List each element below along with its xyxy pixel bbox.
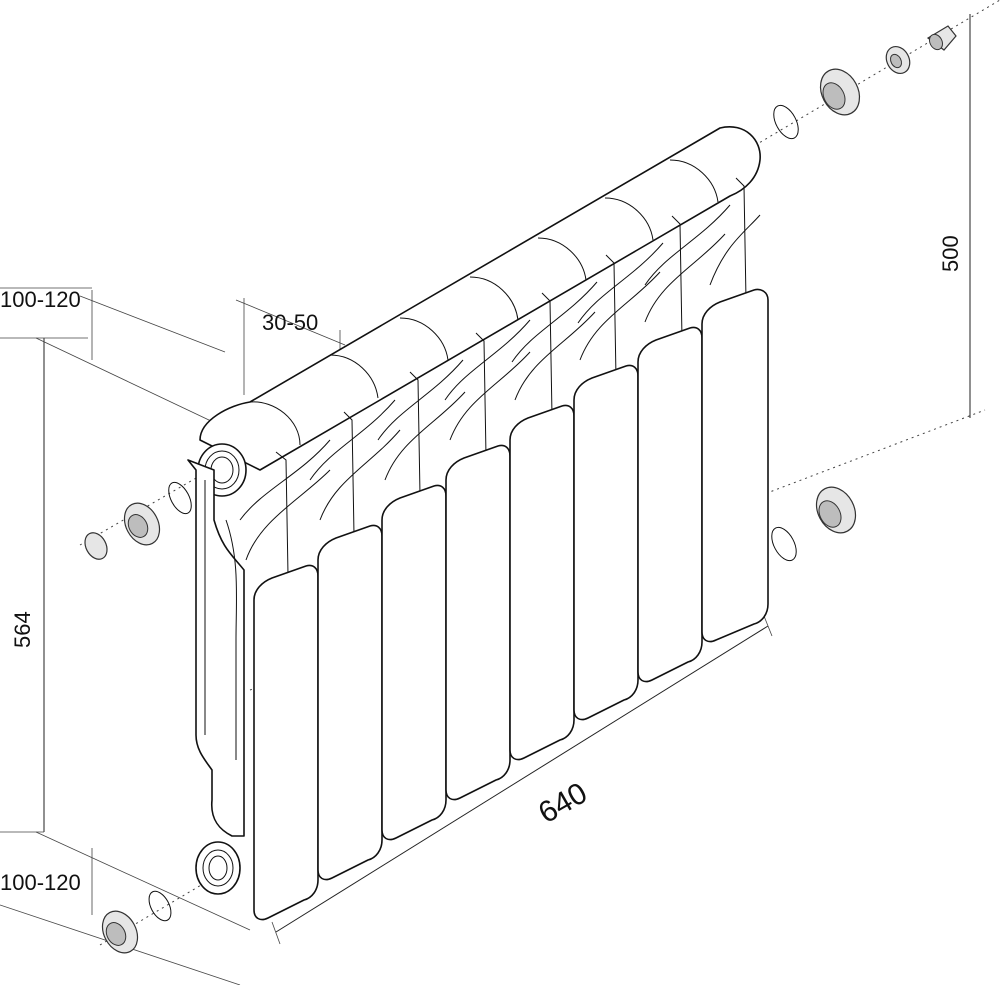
gasket-top-left <box>168 481 192 515</box>
center-distance-label: 500 <box>938 235 963 272</box>
gasket-top-right <box>773 104 799 140</box>
plug-top-right <box>819 68 861 116</box>
gasket-bottom-left <box>148 890 172 922</box>
radiator-body <box>187 126 769 921</box>
gasket-bottom-right <box>771 526 797 562</box>
dimension-labels: 100-120 30-50 564 100-120 640 500 <box>0 235 963 895</box>
cap-top-left <box>84 532 108 560</box>
bottom-offset-label: 100-120 <box>0 870 81 895</box>
air-vent-valve <box>926 25 957 51</box>
plug-top-left <box>123 502 161 546</box>
top-offset-label: 100-120 <box>0 287 81 312</box>
overall-height-label: 564 <box>10 611 35 648</box>
fittings <box>84 25 957 954</box>
reducer-top-right <box>885 46 911 74</box>
depth-offset-label: 30-50 <box>262 310 318 335</box>
plug-bottom-left <box>101 910 139 954</box>
plug-bottom-right <box>815 486 857 534</box>
overall-width-label: 640 <box>533 776 593 830</box>
